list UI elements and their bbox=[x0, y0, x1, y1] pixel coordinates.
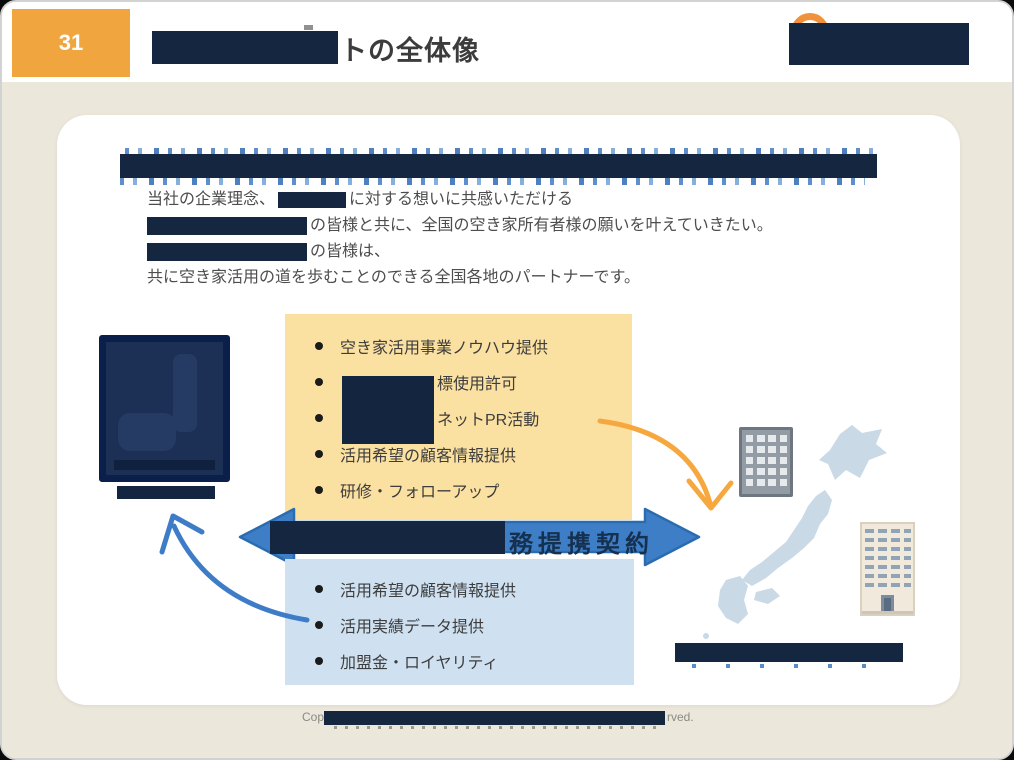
list-item: 加盟金・ロイヤリティ bbox=[285, 643, 634, 679]
list-item: 活用実績データ提供 bbox=[285, 607, 634, 643]
framed-photo-placeholder bbox=[99, 335, 230, 482]
intro-line-3-post: の皆様は、 bbox=[310, 243, 391, 260]
beige-office-building-icon bbox=[860, 522, 915, 616]
list-item-label: 空き家活用事業ノウハウ提供 bbox=[340, 340, 549, 357]
copyright-redaction-bar bbox=[324, 711, 665, 725]
inline-redaction bbox=[278, 191, 347, 208]
return-items-box: 活用希望の顧客情報提供 活用実績データ提供 加盟金・ロイヤリティ bbox=[285, 559, 634, 685]
blue-curved-arrow-icon bbox=[159, 513, 310, 623]
headline-redaction-bar bbox=[120, 154, 877, 178]
photo-shape bbox=[114, 460, 215, 470]
copyright-line: Cop rved. bbox=[2, 707, 1012, 737]
slide-body: 当社の企業理念、 に対する想いに共感いただける の皆様と共に、全国の空き家所有者様… bbox=[2, 82, 1012, 758]
list-item: 活用希望の顧客情報提供 bbox=[285, 436, 632, 472]
return-items-list: 活用希望の顧客情報提供 活用実績データ提供 加盟金・ロイヤリティ bbox=[285, 571, 634, 679]
provide-items-box: 空き家活用事業ノウハウ提供 標使用許可 ネットPR活動 活用希望の顧客情報提供 … bbox=[285, 314, 632, 520]
list-item-label: ネットPR活動 bbox=[437, 412, 540, 429]
inline-redaction bbox=[147, 216, 307, 235]
logo-redaction-bar bbox=[789, 23, 969, 65]
japan-map-icon bbox=[697, 425, 887, 658]
orange-curved-arrow-icon bbox=[597, 418, 734, 511]
list-item-label: 活用実績データ提供 bbox=[340, 619, 485, 636]
list-item: 研修・フォローアップ bbox=[285, 472, 632, 508]
page-title: トの全体像 bbox=[340, 36, 480, 66]
photo-caption-redaction-bar bbox=[117, 486, 215, 499]
intro-line-1-post: に対する想いに共感いただける bbox=[349, 191, 574, 208]
slide-header: 31 トの全体像 bbox=[2, 2, 1012, 82]
inline-redaction bbox=[147, 242, 307, 261]
copyright-glyph-fragments bbox=[334, 726, 656, 729]
headline-glyph-fragments-bottom bbox=[120, 178, 865, 185]
copyright-suffix: rved. bbox=[667, 710, 694, 724]
map-caption-redaction-bar bbox=[675, 643, 903, 662]
content-card: 当社の企業理念、 に対する想いに共感いただける の皆様と共に、全国の空き家所有者様… bbox=[57, 115, 960, 705]
list-item-label: 研修・フォローアップ bbox=[340, 484, 500, 501]
list-item-label: 活用希望の顧客情報提供 bbox=[340, 448, 517, 465]
headline-glyph-fragments-top bbox=[125, 148, 875, 154]
list-item-label: 加盟金・ロイヤリティ bbox=[340, 655, 499, 672]
provide-items-list: 空き家活用事業ノウハウ提供 標使用許可 ネットPR活動 活用希望の顧客情報提供 … bbox=[285, 328, 632, 508]
list-item: 活用希望の顧客情報提供 bbox=[285, 571, 634, 607]
copyright-prefix: Cop bbox=[302, 710, 325, 724]
intro-line-2-post: の皆様と共に、全国の空き家所有者様の願いを叶えていきたい。 bbox=[310, 217, 773, 234]
intro-line-1: 当社の企業理念、 に対する想いに共感いただける bbox=[147, 187, 773, 213]
intro-paragraph: 当社の企業理念、 に対する想いに共感いただける の皆様と共に、全国の空き家所有者様… bbox=[147, 187, 773, 291]
intro-line-1-pre: 当社の企業理念、 bbox=[147, 191, 276, 208]
list-item-label: 標使用許可 bbox=[437, 376, 518, 393]
map-caption-glyph-fragments bbox=[692, 664, 892, 668]
intro-line-4: 共に空き家活用の道を歩むことのできる全国各地のパートナーです。 bbox=[147, 269, 640, 286]
intro-line-3: の皆様は、 bbox=[147, 239, 773, 265]
list-item-label: 活用希望の顧客情報提供 bbox=[340, 583, 517, 600]
partnership-arrow-label: 務提携契約 bbox=[509, 531, 654, 558]
provide-box-redaction bbox=[342, 376, 434, 444]
title-redaction-bar bbox=[152, 31, 338, 64]
page-number-badge: 31 bbox=[12, 9, 130, 77]
gray-office-building-icon bbox=[739, 427, 793, 497]
title-glyph-fragment bbox=[304, 25, 313, 30]
list-item: 標使用許可 bbox=[285, 364, 632, 400]
photo-shape bbox=[118, 413, 176, 451]
intro-line-2: の皆様と共に、全国の空き家所有者様の願いを叶えていきたい。 bbox=[147, 213, 773, 239]
arrow-label-redaction bbox=[270, 521, 505, 554]
list-item: ネットPR活動 bbox=[285, 400, 632, 436]
photo-shape bbox=[173, 354, 197, 432]
list-item: 空き家活用事業ノウハウ提供 bbox=[285, 328, 632, 364]
